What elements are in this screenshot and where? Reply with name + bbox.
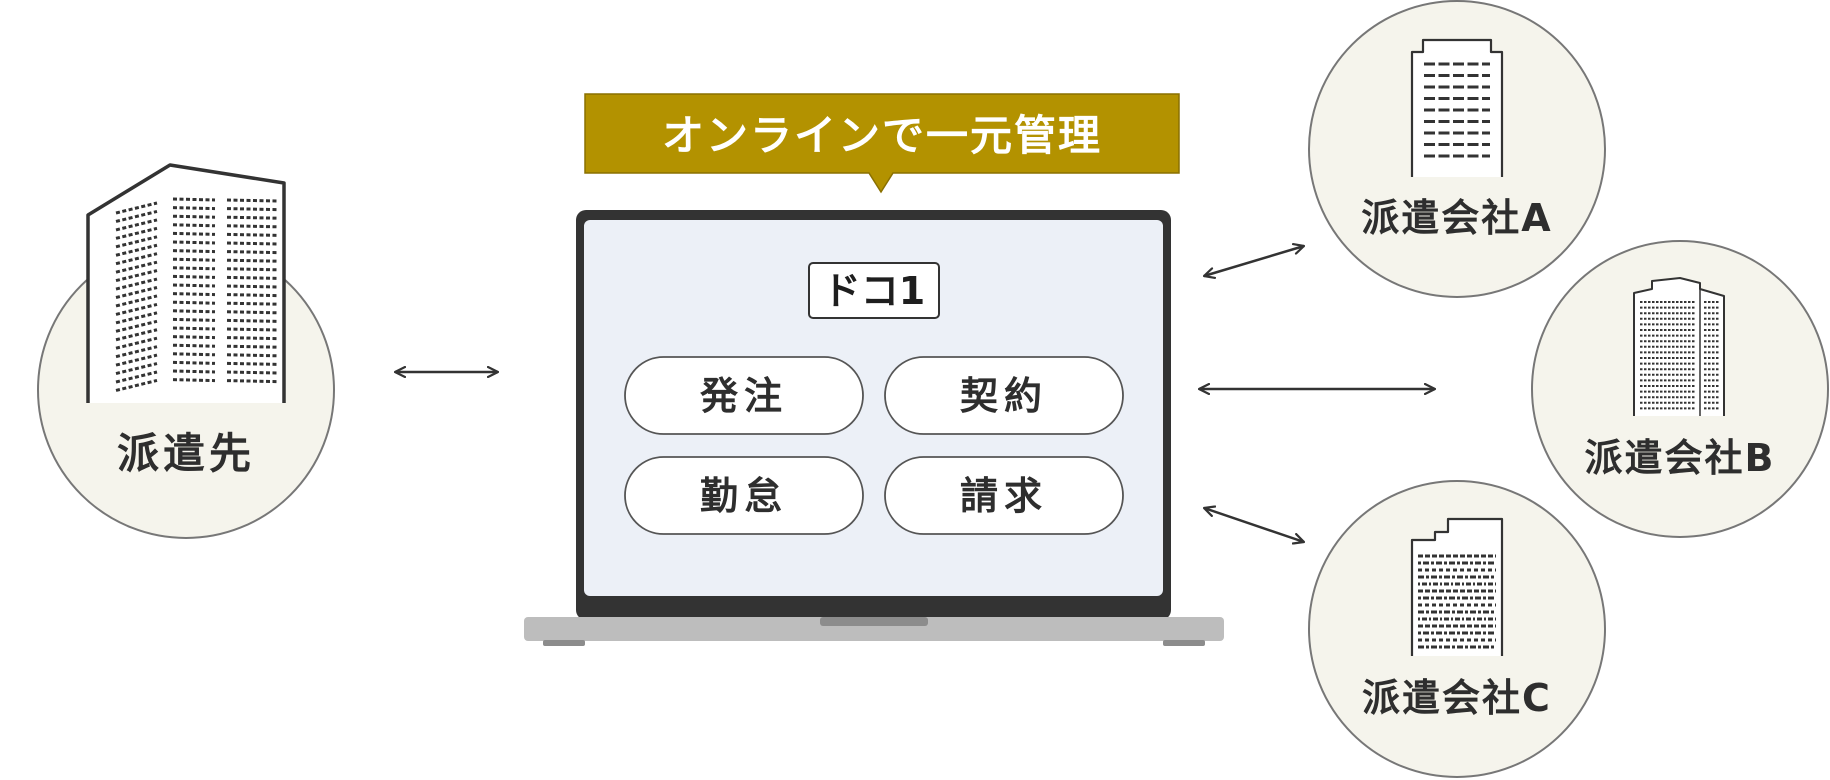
building-window	[115, 235, 158, 249]
building-window	[172, 266, 216, 271]
building-window	[226, 284, 279, 289]
building-window	[226, 310, 279, 315]
agency-a-label: 派遣会社A	[1361, 196, 1552, 240]
building-window	[226, 293, 279, 298]
contract-button[interactable]	[884, 356, 1124, 435]
building-window	[226, 336, 279, 341]
building-window	[115, 243, 158, 257]
building-window	[115, 218, 158, 232]
building-icon	[1633, 277, 1725, 416]
building-window	[115, 209, 158, 223]
building-window	[172, 352, 216, 357]
agency-c-connection-arrow	[1204, 508, 1304, 542]
building-window	[226, 301, 279, 306]
building-icon	[1410, 38, 1504, 177]
building-window	[172, 378, 216, 383]
building-window	[172, 335, 216, 340]
building-window	[115, 353, 158, 367]
laptop-notch	[820, 617, 928, 626]
agency-b-label: 派遣会社B	[1585, 436, 1776, 480]
agency-c-label: 派遣会社C	[1362, 676, 1552, 720]
building-window	[172, 231, 216, 236]
laptop-foot-left	[543, 640, 585, 646]
building-window	[172, 240, 216, 245]
logo-box	[808, 262, 940, 319]
building-window	[226, 258, 279, 263]
laptop-foot-right	[1163, 640, 1205, 646]
order-button-label: 発注	[700, 374, 788, 418]
building-window	[115, 336, 158, 350]
building-window	[226, 353, 279, 358]
building-window	[226, 207, 279, 212]
building-window	[115, 362, 158, 376]
building-window	[115, 260, 158, 274]
building-window	[172, 292, 216, 297]
building-window	[115, 378, 158, 392]
building-window	[172, 249, 216, 254]
laptop-base	[524, 617, 1224, 641]
logo-text: ドコ1	[823, 269, 925, 313]
client-label: 派遣先	[117, 429, 255, 478]
building-window	[115, 328, 158, 342]
billing-button-label: 請求	[960, 474, 1048, 518]
building-window	[115, 201, 158, 215]
building-window	[115, 311, 158, 325]
building-window	[172, 283, 216, 288]
building-window	[226, 327, 279, 332]
client-node: 派遣先	[37, 163, 335, 539]
building-window	[115, 286, 158, 299]
building-window	[115, 294, 158, 308]
building-window	[226, 250, 279, 255]
building-window	[115, 319, 158, 333]
building-window	[226, 267, 279, 272]
building-window	[115, 269, 158, 283]
building-window	[172, 274, 216, 279]
building-window	[226, 361, 279, 366]
building-window	[172, 343, 216, 348]
building-icon	[1410, 517, 1504, 656]
building-window	[226, 215, 279, 220]
building-window	[172, 326, 216, 331]
building-window	[226, 318, 279, 323]
laptop: ドコ1 発注 契約 勤怠 請求	[524, 210, 1224, 646]
building-icon	[86, 163, 286, 403]
building-window	[172, 369, 216, 374]
building-window	[172, 360, 216, 365]
building-window	[172, 206, 216, 211]
building-window	[115, 345, 158, 359]
banner-text: オンラインで一元管理	[662, 111, 1102, 160]
building-window	[226, 224, 279, 229]
building-window	[172, 214, 216, 219]
building-window	[115, 277, 158, 291]
agency-b-node: 派遣会社B	[1531, 240, 1829, 538]
building-window	[115, 252, 158, 266]
building-window	[226, 344, 279, 349]
billing-button[interactable]	[884, 456, 1124, 535]
building-window	[226, 232, 279, 237]
building-window	[172, 317, 216, 322]
building-window	[172, 257, 216, 262]
building-window	[226, 379, 279, 384]
building-window	[172, 223, 216, 228]
banner-box	[584, 93, 1180, 194]
agency-a-connection-arrow	[1204, 246, 1304, 276]
banner: オンラインで一元管理	[584, 93, 1180, 194]
agency-c-node: 派遣会社C	[1308, 480, 1606, 778]
building-window	[226, 198, 279, 203]
order-button[interactable]	[624, 356, 864, 435]
building-window	[226, 241, 279, 246]
attendance-button[interactable]	[624, 456, 864, 535]
contract-button-label: 契約	[960, 374, 1048, 418]
building-window	[115, 226, 158, 240]
attendance-button-label: 勤怠	[700, 474, 788, 518]
building-window	[226, 275, 279, 280]
building-window	[172, 309, 216, 314]
building-window	[172, 197, 216, 202]
building-window	[115, 302, 158, 316]
agency-a-node: 派遣会社A	[1308, 0, 1606, 298]
building-window	[115, 370, 158, 384]
building-window	[226, 370, 279, 375]
building-window	[172, 300, 216, 305]
